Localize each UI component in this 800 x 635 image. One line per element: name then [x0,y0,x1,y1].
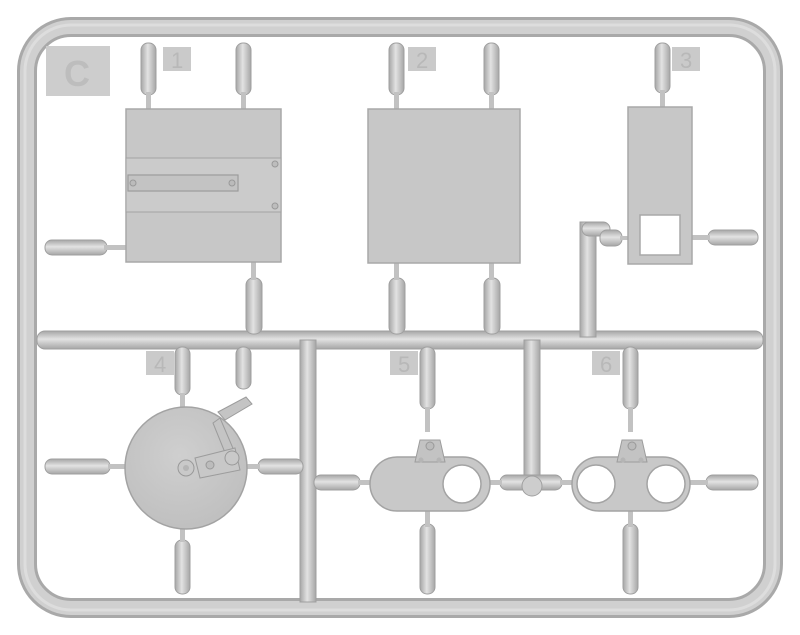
inner-runners [36,221,764,603]
part-number-6: 6 [600,352,612,377]
part-1-panel [125,108,282,263]
sprue-letter: C [64,53,90,94]
part-2-panel [367,108,521,264]
part-number-4: 4 [154,352,166,377]
sprue-gates-horizontal [44,229,759,497]
part-number-2: 2 [416,48,428,73]
part-5-plate [369,439,491,512]
part-number-tags: 1 2 3 4 5 6 [146,47,700,377]
sprue-letter-tab: C [46,46,110,96]
part-number-3: 3 [680,48,692,73]
part-4-disc [124,396,253,530]
part-3-panel [627,106,693,265]
part-6-plate [571,439,691,512]
sprue-frame [17,17,783,618]
sprue-gates-vertical [140,42,671,595]
part-number-5: 5 [398,352,410,377]
part-number-1: 1 [171,48,183,73]
